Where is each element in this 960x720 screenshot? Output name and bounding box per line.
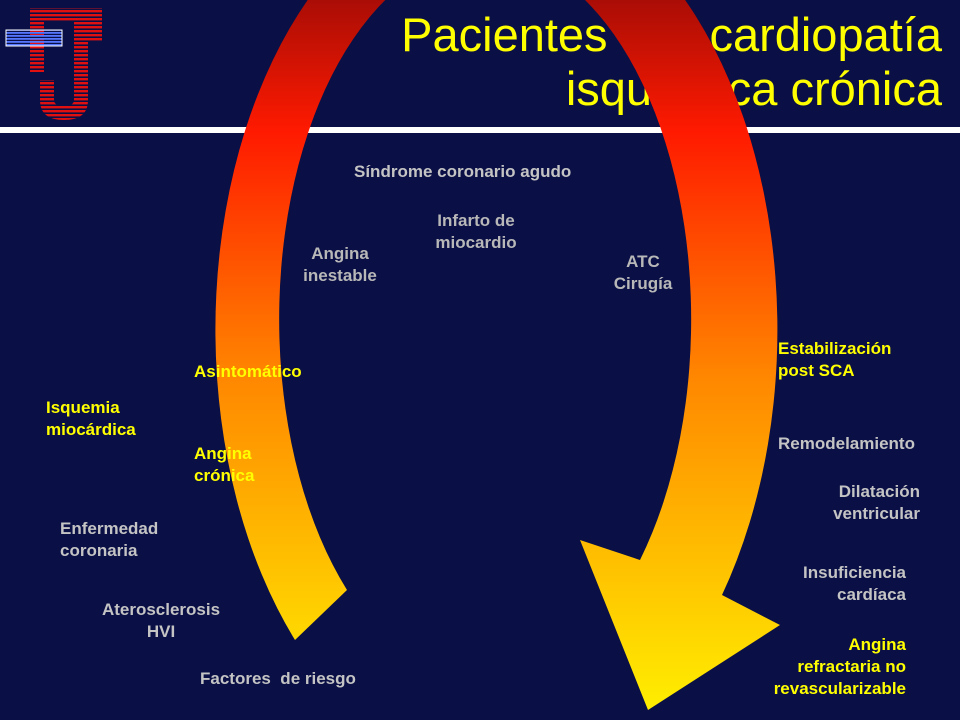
label-infarto-line-1: Infarto de: [437, 211, 515, 230]
label-estabilizacion-line-2: post SCA: [778, 361, 855, 380]
label-atc-line-1: ATC: [626, 252, 660, 271]
label-aterosclerosis-hvi: Aterosclerosis HVI: [86, 599, 236, 643]
label-insuficiencia-line-2: cardíaca: [837, 585, 906, 604]
label-aterosclerosis-line-1: Aterosclerosis: [101, 600, 221, 619]
label-enfermedad-coronaria: Enfermedad coronaria: [60, 518, 158, 562]
label-atc-cirugia: ATC Cirugía: [600, 251, 686, 295]
label-asintomatico: Asintomático: [194, 362, 302, 381]
label-dilatacion-ventricular: Dilatación ventricular: [790, 481, 920, 525]
label-dilatacion-line-1: Dilatación: [838, 482, 920, 501]
label-refractaria-line-2: refractaria no: [797, 657, 906, 676]
label-refractaria-line-1: Angina: [848, 635, 906, 654]
label-factores-de-riesgo: Factores de riesgo: [200, 669, 356, 688]
title-divider: [0, 127, 960, 133]
label-insuficiencia-cardiaca: Insuficiencia cardíaca: [766, 562, 906, 606]
label-infarto-line-2: miocardio: [435, 233, 517, 252]
label-angina-inestable: Angina inestable: [290, 243, 390, 287]
label-angina-cronica-line-1: Angina: [194, 444, 252, 463]
label-aterosclerosis-line-2: HVI: [146, 622, 176, 641]
label-infarto-miocardio: Infarto de miocardio: [426, 210, 526, 254]
label-atc-line-2: Cirugía: [613, 274, 673, 293]
label-angina-inestable-line-2: inestable: [303, 266, 377, 285]
label-angina-cronica: Angina crónica: [194, 443, 254, 487]
cycle-ring-arrow: [215, 0, 780, 710]
label-dilatacion-line-2: ventricular: [833, 504, 920, 523]
label-refractaria-line-3: revascularizable: [773, 679, 906, 698]
label-isquemia-miocardica: Isquemia miocárdica: [46, 397, 136, 441]
label-isquemia-line-1: Isquemia: [46, 398, 120, 417]
hospital-logo-icon: [5, 8, 102, 120]
label-enfermedad-line-2: coronaria: [60, 541, 138, 560]
label-angina-inestable-line-1: Angina: [311, 244, 369, 263]
label-angina-cronica-line-2: crónica: [194, 466, 255, 485]
label-isquemia-line-2: miocárdica: [46, 420, 136, 439]
label-remodelamiento: Remodelamiento: [778, 434, 915, 453]
label-sindrome-coronario-agudo: Síndrome coronario agudo: [354, 162, 572, 181]
label-estabilizacion-post-sca: Estabilización post SCA: [778, 338, 891, 382]
label-angina-refractaria: Angina refractaria no revascularizable: [730, 634, 906, 700]
label-insuficiencia-line-1: Insuficiencia: [803, 563, 906, 582]
label-enfermedad-line-1: Enfermedad: [60, 519, 159, 538]
title-line-2: isquémica crónica: [565, 62, 942, 115]
label-estabilizacion-line-1: Estabilización: [778, 339, 892, 358]
